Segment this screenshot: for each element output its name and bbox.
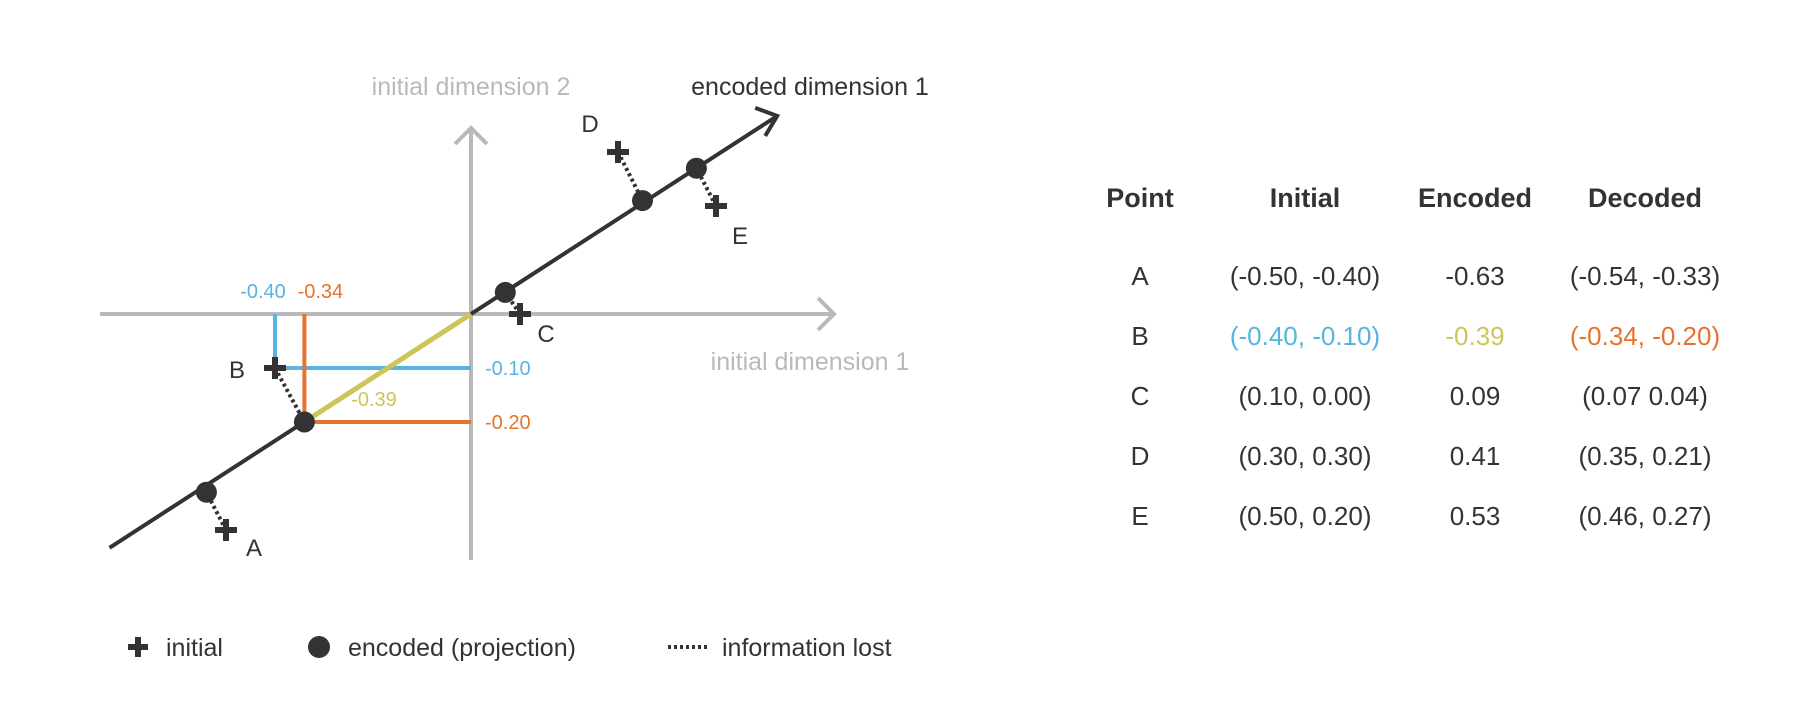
x-axis-arrow bbox=[816, 296, 837, 332]
header-encoded: Encoded bbox=[1417, 182, 1532, 213]
legend: initial encoded (projection) information… bbox=[128, 634, 892, 662]
cell-point: B bbox=[1131, 320, 1149, 351]
initial-point-cross bbox=[705, 195, 727, 217]
point-label: A bbox=[246, 535, 262, 562]
cell-encoded: -0.39 bbox=[1445, 320, 1505, 351]
information-lost-line bbox=[204, 491, 228, 531]
cell-point: C bbox=[1130, 380, 1150, 411]
encoded-axis-label: encoded dimension 1 bbox=[691, 73, 929, 101]
table-row: D (0.30, 0.30) 0.41 (0.35, 0.21) bbox=[1060, 426, 1730, 486]
cell-decoded: (0.46, 0.27) bbox=[1578, 500, 1712, 531]
annotation-b-encoded: -0.39 bbox=[351, 389, 397, 411]
annotation-b-decoded-x: -0.34 bbox=[298, 281, 344, 303]
y-axis-arrow bbox=[453, 125, 489, 146]
point-label: B bbox=[229, 357, 245, 384]
legend-dot-icon bbox=[308, 636, 330, 658]
initial-point-cross bbox=[509, 303, 531, 325]
annotation-b-initial-y: -0.10 bbox=[485, 358, 531, 380]
table-header-row: Point Initial Encoded Decoded bbox=[1060, 150, 1730, 246]
cell-encoded: -0.63 bbox=[1445, 260, 1505, 291]
values-table: Point Initial Encoded Decoded A (-0.50, … bbox=[1060, 150, 1730, 546]
encoded-point bbox=[494, 281, 516, 303]
initial-point-cross bbox=[215, 519, 237, 541]
initial-point-cross bbox=[607, 141, 629, 163]
points-layer: A B C D E bbox=[195, 111, 748, 562]
header-point: Point bbox=[1106, 182, 1174, 213]
header-initial: Initial bbox=[1269, 182, 1341, 213]
legend-initial-label: initial bbox=[166, 634, 223, 662]
table-row: A (-0.50, -0.40) -0.63 (-0.54, -0.33) bbox=[1060, 246, 1730, 306]
cell-encoded: 0.09 bbox=[1449, 380, 1501, 411]
header-decoded: Decoded bbox=[1587, 182, 1703, 213]
encoded-dimension-arrow bbox=[754, 106, 781, 137]
cell-encoded: 0.53 bbox=[1449, 500, 1501, 531]
encoded-point bbox=[293, 411, 315, 433]
legend-plus-icon bbox=[128, 637, 148, 657]
legend-lost-label: information lost bbox=[722, 634, 892, 662]
table-row: E (0.50, 0.20) 0.53 (0.46, 0.27) bbox=[1060, 486, 1730, 546]
point-label: E bbox=[732, 223, 748, 250]
cell-decoded: (0.35, 0.21) bbox=[1578, 440, 1712, 471]
legend-encoded-label: encoded (projection) bbox=[348, 634, 576, 662]
cell-initial: (0.30, 0.30) bbox=[1238, 440, 1372, 471]
cell-initial: (-0.40, -0.10) bbox=[1229, 320, 1381, 351]
cell-point: E bbox=[1131, 500, 1149, 531]
encoded-point bbox=[685, 157, 707, 179]
cell-point: D bbox=[1130, 440, 1150, 471]
cell-decoded: (0.07 0.04) bbox=[1582, 380, 1708, 411]
x-axis-label: initial dimension 1 bbox=[711, 348, 910, 376]
point-label: D bbox=[581, 111, 598, 138]
table-row: B (-0.40, -0.10) -0.39 (-0.34, -0.20) bbox=[1060, 306, 1730, 366]
information-lost-line bbox=[503, 291, 522, 316]
encoded-value-segment bbox=[303, 311, 473, 425]
encoded-point bbox=[195, 481, 217, 503]
cell-decoded: (-0.54, -0.33) bbox=[1569, 260, 1721, 291]
information-lost-line bbox=[273, 367, 307, 423]
annotation-b-decoded-y: -0.20 bbox=[485, 412, 531, 434]
projection-guides bbox=[273, 314, 471, 424]
annotation-b-initial-x: -0.40 bbox=[240, 281, 286, 303]
information-lost-line bbox=[694, 167, 718, 207]
initial-point-cross bbox=[264, 357, 286, 379]
cell-initial: (0.10, 0.00) bbox=[1238, 380, 1372, 411]
cell-point: A bbox=[1131, 260, 1149, 291]
cell-decoded: (-0.34, -0.20) bbox=[1569, 320, 1721, 351]
cell-encoded: 0.41 bbox=[1449, 440, 1501, 471]
cell-initial: (0.50, 0.20) bbox=[1238, 500, 1372, 531]
point-label: C bbox=[537, 321, 554, 348]
y-axis-label: initial dimension 2 bbox=[372, 73, 571, 101]
encoded-point bbox=[632, 190, 653, 212]
cell-initial: (-0.50, -0.40) bbox=[1229, 260, 1381, 291]
table-row: C (0.10, 0.00) 0.09 (0.07 0.04) bbox=[1060, 366, 1730, 426]
